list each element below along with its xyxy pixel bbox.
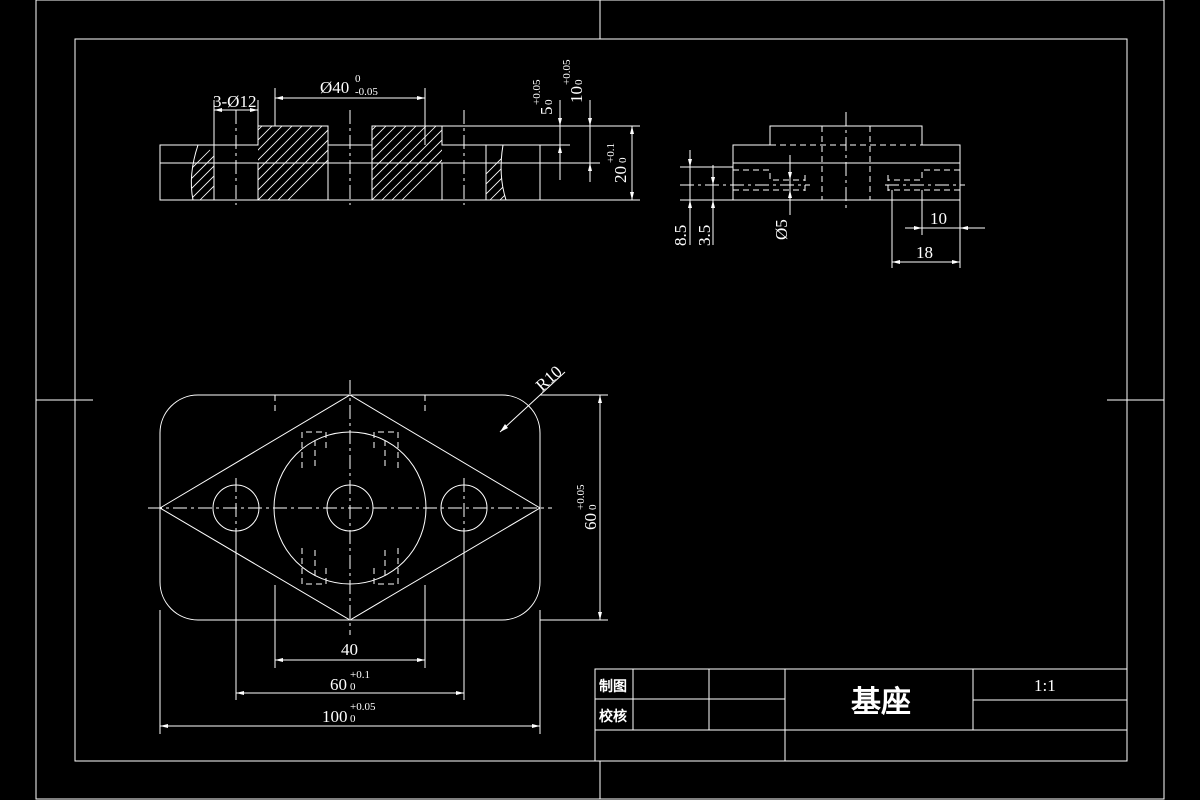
dim-height60-arrow-bottom xyxy=(598,612,602,620)
dim-60-arrow-right xyxy=(456,691,464,695)
section-view: 3-Ø12 Ø40 0 -0.05 5 +0.05 0 10 +0.05 0 xyxy=(159,59,640,205)
dim-r10-arrow xyxy=(500,424,508,432)
dim-step5-tol-lower: 0 xyxy=(543,99,555,105)
hatch-right xyxy=(372,126,442,200)
tb-checked-label: 校核 xyxy=(599,708,627,725)
dim-40-arrow-right xyxy=(417,658,425,662)
dim-60-nominal: 60 xyxy=(330,675,347,694)
top-diamond xyxy=(159,394,541,621)
dim-height-tol-upper: +0.1 xyxy=(605,143,617,163)
dim-step5-arrow-bottom xyxy=(558,145,562,153)
side-right-pin-top xyxy=(888,169,960,181)
dim-8-5-arrow-bottom xyxy=(688,200,692,208)
dim-bore-tol-upper: 0 xyxy=(355,73,361,85)
dim-step10-arrow-bottom xyxy=(588,163,592,171)
dim-height-nominal: 20 xyxy=(611,166,630,183)
dim-step10-tol-lower: 0 xyxy=(573,79,585,85)
dim-phi5-arrow-bottom xyxy=(788,190,792,198)
dim-100-arrow-left xyxy=(160,724,168,728)
dim-10-label: 10 xyxy=(930,209,947,228)
hatch-break-left xyxy=(191,149,214,200)
dim-height-arrow-top xyxy=(630,126,634,134)
hatch-break-right xyxy=(486,149,506,200)
dim-100-arrow-right xyxy=(532,724,540,728)
dim-10-arrow-right xyxy=(960,226,968,230)
dim-step10-arrow-top xyxy=(588,118,592,126)
break-line-right xyxy=(500,144,507,201)
dim-step5-text: 5 +0.05 0 xyxy=(531,79,556,115)
dim-100-tol-upper: +0.05 xyxy=(350,701,376,713)
dim-18-arrow-left xyxy=(892,260,900,264)
dim-height60-tol-lower: 0 xyxy=(587,504,599,510)
dim-phi5-label: Ø5 xyxy=(772,219,791,240)
dim-bore-arrow-left xyxy=(275,96,283,100)
dim-height60-tol-upper: +0.05 xyxy=(575,484,587,510)
dim-height-tol-lower: 0 xyxy=(617,157,629,163)
top-view: R10 60 +0.05 0 40 60 +0.1 0 xyxy=(148,362,608,734)
dim-8-5-label: 8.5 xyxy=(671,225,690,246)
dim-step10-text: 10 +0.05 0 xyxy=(561,59,586,103)
dim-holes-arrow-left xyxy=(214,108,222,112)
dim-18-arrow-right xyxy=(952,260,960,264)
dim-40-label: 40 xyxy=(341,640,358,659)
dim-holes-arrow-right xyxy=(250,108,258,112)
dim-height-text: 20 +0.1 0 xyxy=(605,143,630,183)
dim-3-5-arrow-bottom xyxy=(711,200,715,208)
dim-height-arrow-bottom xyxy=(630,192,634,200)
dim-bore-label: Ø40 xyxy=(320,78,349,97)
dim-r10-label: R10 xyxy=(532,362,566,395)
dim-step10-tol-upper: +0.05 xyxy=(561,59,573,85)
dim-40-arrow-left xyxy=(275,658,283,662)
dim-18-label: 18 xyxy=(916,243,933,262)
dim-holes-label: 3-Ø12 xyxy=(213,92,256,111)
dim-step5-tol-upper: +0.05 xyxy=(531,79,543,105)
dim-10-arrow-left xyxy=(914,226,922,230)
dim-step5-arrow-top xyxy=(558,118,562,126)
title-block: 制图 校核 基座 1:1 xyxy=(594,668,1128,762)
dim-bore-arrow-right xyxy=(417,96,425,100)
dim-r10-leader xyxy=(499,371,566,433)
title-block-frame xyxy=(594,668,1128,762)
hatch-left xyxy=(258,126,328,200)
dim-height60-text: 60 +0.05 0 xyxy=(575,484,600,530)
dim-100-nominal: 100 xyxy=(322,707,348,726)
tb-scale: 1:1 xyxy=(1034,676,1056,695)
dim-3-5-arrow-top xyxy=(711,177,715,185)
tb-part-name: 基座 xyxy=(851,685,911,720)
dim-60-arrow-left xyxy=(236,691,244,695)
dim-60-tol-lower: 0 xyxy=(350,681,356,693)
dim-100-tol-lower: 0 xyxy=(350,713,356,725)
tb-drawn-label: 制图 xyxy=(599,678,627,695)
side-left-pin-top xyxy=(733,169,805,181)
dim-bore-tol-lower: -0.05 xyxy=(355,86,378,98)
break-line-left xyxy=(190,144,199,201)
dim-step10-nominal: 10 xyxy=(567,86,586,103)
dim-3-5-label: 3.5 xyxy=(695,225,714,246)
dim-step5-nominal: 5 xyxy=(537,107,556,116)
dim-8-5-arrow-top xyxy=(688,159,692,167)
dim-height60-nominal: 60 xyxy=(581,513,600,530)
dim-phi5-arrow-top xyxy=(788,172,792,180)
side-view: 8.5 3.5 Ø5 10 18 xyxy=(671,112,985,268)
dim-height60-arrow-top xyxy=(598,395,602,403)
dim-60-tol-upper: +0.1 xyxy=(350,669,370,681)
